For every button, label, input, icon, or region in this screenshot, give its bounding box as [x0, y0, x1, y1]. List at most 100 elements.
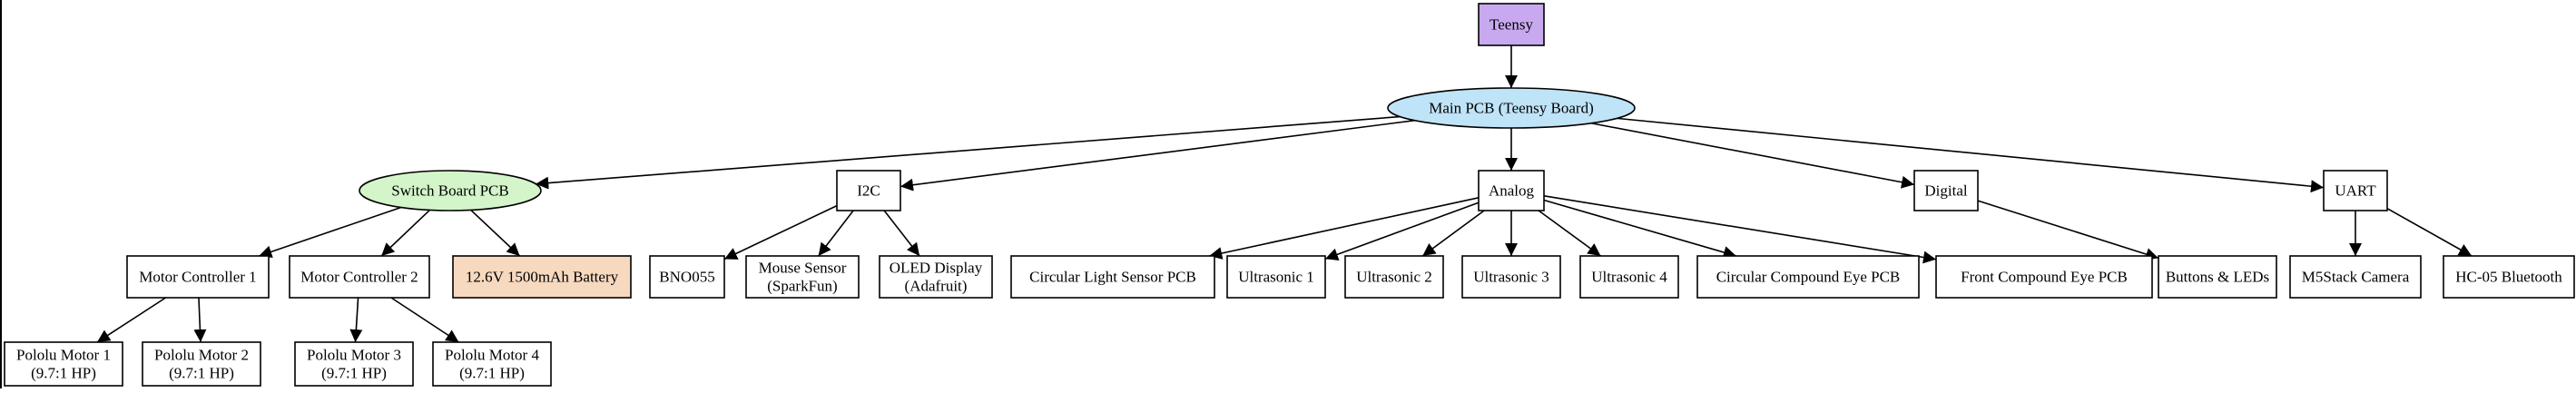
- node-circular-eye-shape: [1696, 255, 1920, 299]
- node-motor-2: Pololu Motor 2(9.7:1 HP): [142, 341, 261, 387]
- node-ultrasonic-2-shape: [1344, 255, 1444, 299]
- node-main-pcb-shape: [1387, 87, 1636, 129]
- node-motor-4-label-line-1: Pololu Motor 4: [445, 347, 539, 364]
- node-main-pcb-label: Main PCB (Teensy Board): [1429, 100, 1594, 117]
- node-motor-ctrl-1-label: Motor Controller 1: [139, 269, 256, 286]
- node-main-pcb: Main PCB (Teensy Board): [1387, 87, 1636, 129]
- node-motor-1-label-line-1: Pololu Motor 1: [16, 347, 111, 364]
- edge-analog-to-circular-light: [1209, 197, 1480, 260]
- node-i2c-shape: [836, 170, 901, 211]
- edge-i2c-to-bno055: [723, 204, 838, 260]
- node-circular-eye: Circular Compound Eye PCB: [1696, 255, 1920, 299]
- left-border-line: [0, 0, 2, 388]
- node-ultrasonic-4: Ultrasonic 4: [1579, 255, 1679, 299]
- node-switch-board: Switch Board PCB: [359, 170, 542, 211]
- edge-main-pcb-to-i2c: [900, 119, 1415, 192]
- node-bno055-label: BNO055: [659, 269, 714, 286]
- edge-motor-ctrl-1-to-motor-1: [96, 297, 166, 343]
- edge-switch-board-to-motor-ctrl-1: [259, 206, 402, 259]
- edge-analog-to-front-eye: [1543, 195, 1937, 264]
- node-motor-ctrl-2-label: Motor Controller 2: [300, 269, 418, 286]
- node-motor-2-shape: [142, 341, 261, 387]
- node-switch-board-shape: [359, 170, 542, 211]
- node-ultrasonic-3-shape: [1461, 255, 1561, 299]
- node-motor-ctrl-1: Motor Controller 1: [126, 255, 270, 299]
- node-circular-light-shape: [1010, 255, 1215, 299]
- node-oled-display-label-line-1: OLED Display: [890, 260, 983, 277]
- node-motor-1: Pololu Motor 1(9.7:1 HP): [4, 341, 123, 387]
- node-motor-2-label-line-2: (9.7:1 HP): [169, 365, 234, 382]
- node-digital-label: Digital: [1924, 182, 1967, 200]
- node-mouse-sensor-label-line-2: (SparkFun): [767, 278, 837, 295]
- node-analog-shape: [1478, 170, 1545, 211]
- node-motor-3-label-line-1: Pololu Motor 3: [307, 347, 401, 364]
- edge-i2c-to-oled-display: [883, 210, 920, 257]
- node-analog-label: Analog: [1489, 182, 1535, 200]
- node-ultrasonic-2-label: Ultrasonic 2: [1356, 269, 1432, 286]
- edge-motor-ctrl-1-to-motor-2: [193, 297, 207, 343]
- node-ultrasonic-4-shape: [1579, 255, 1679, 299]
- edge-layer: [96, 45, 2473, 343]
- node-ultrasonic-4-label: Ultrasonic 4: [1591, 269, 1667, 286]
- node-teensy-label: Teensy: [1490, 16, 1533, 34]
- node-uart-shape: [2323, 170, 2388, 211]
- node-ultrasonic-3-label: Ultrasonic 3: [1473, 269, 1549, 286]
- node-switch-board-label: Switch Board PCB: [391, 182, 508, 200]
- node-motor-2-label-line-1: Pololu Motor 2: [154, 347, 249, 364]
- node-i2c: I2C: [836, 170, 901, 211]
- node-motor-4-shape: [432, 341, 552, 387]
- node-motor-3-shape: [294, 341, 414, 387]
- node-mouse-sensor-label-line-1: Mouse Sensor: [759, 260, 847, 277]
- node-digital: Digital: [1913, 170, 1979, 211]
- node-hc05-label: HC-05 Bluetooth: [2455, 269, 2562, 286]
- node-buttons-leds-shape: [2158, 255, 2277, 299]
- node-motor-ctrl-2-shape: [289, 255, 430, 299]
- node-bno055-shape: [649, 255, 725, 299]
- edge-analog-to-ultrasonic-4: [1538, 210, 1601, 257]
- node-hc05: HC-05 Bluetooth: [2443, 255, 2575, 299]
- node-motor-3-label-line-2: (9.7:1 HP): [321, 365, 387, 382]
- edge-main-pcb-to-switch-board: [536, 115, 1401, 190]
- node-front-eye-label: Front Compound Eye PCB: [1961, 269, 2128, 286]
- edge-motor-ctrl-2-to-motor-4: [390, 297, 459, 343]
- node-motor-1-label-line-2: (9.7:1 HP): [31, 365, 96, 382]
- edge-switch-board-to-motor-ctrl-2: [380, 209, 430, 257]
- edge-main-pcb-to-digital: [1591, 122, 1915, 189]
- node-front-eye: Front Compound Eye PCB: [1935, 255, 2153, 299]
- edge-analog-to-ultrasonic-2: [1421, 210, 1485, 257]
- node-motor-1-shape: [4, 341, 123, 387]
- edge-i2c-to-mouse-sensor: [818, 210, 854, 257]
- node-motor-4: Pololu Motor 4(9.7:1 HP): [432, 341, 552, 387]
- node-uart: UART: [2323, 170, 2388, 211]
- node-mouse-sensor: Mouse Sensor(SparkFun): [745, 255, 860, 299]
- node-m5stack: M5Stack Camera: [2289, 255, 2422, 299]
- node-ultrasonic-1: Ultrasonic 1: [1226, 255, 1326, 299]
- edge-digital-to-buttons-leds: [1977, 200, 2159, 260]
- node-oled-display-shape: [879, 255, 993, 299]
- node-circular-light: Circular Light Sensor PCB: [1010, 255, 1215, 299]
- node-m5stack-label: M5Stack Camera: [2302, 269, 2410, 286]
- node-analog: Analog: [1478, 170, 1545, 211]
- node-teensy-shape: [1478, 3, 1545, 46]
- node-motor-ctrl-2: Motor Controller 2: [289, 255, 430, 299]
- edge-analog-to-circular-eye: [1543, 199, 1737, 259]
- node-circular-eye-label: Circular Compound Eye PCB: [1716, 269, 1901, 286]
- node-ultrasonic-1-shape: [1226, 255, 1326, 299]
- edge-uart-to-hc05: [2386, 207, 2473, 257]
- node-ultrasonic-1-label: Ultrasonic 1: [1238, 269, 1314, 286]
- edge-main-pcb-to-uart: [1617, 117, 2325, 193]
- node-battery-shape: [452, 255, 632, 299]
- edge-motor-ctrl-2-to-motor-3: [349, 297, 363, 343]
- node-mouse-sensor-shape: [745, 255, 860, 299]
- node-ultrasonic-2: Ultrasonic 2: [1344, 255, 1444, 299]
- node-circular-light-label: Circular Light Sensor PCB: [1029, 269, 1196, 286]
- node-motor-4-label-line-2: (9.7:1 HP): [459, 365, 525, 382]
- node-digital-shape: [1913, 170, 1979, 211]
- node-oled-display: OLED Display(Adafruit): [879, 255, 993, 299]
- edge-switch-board-to-battery: [470, 209, 521, 257]
- node-hc05-shape: [2443, 255, 2575, 299]
- edge-analog-to-ultrasonic-1: [1324, 201, 1480, 260]
